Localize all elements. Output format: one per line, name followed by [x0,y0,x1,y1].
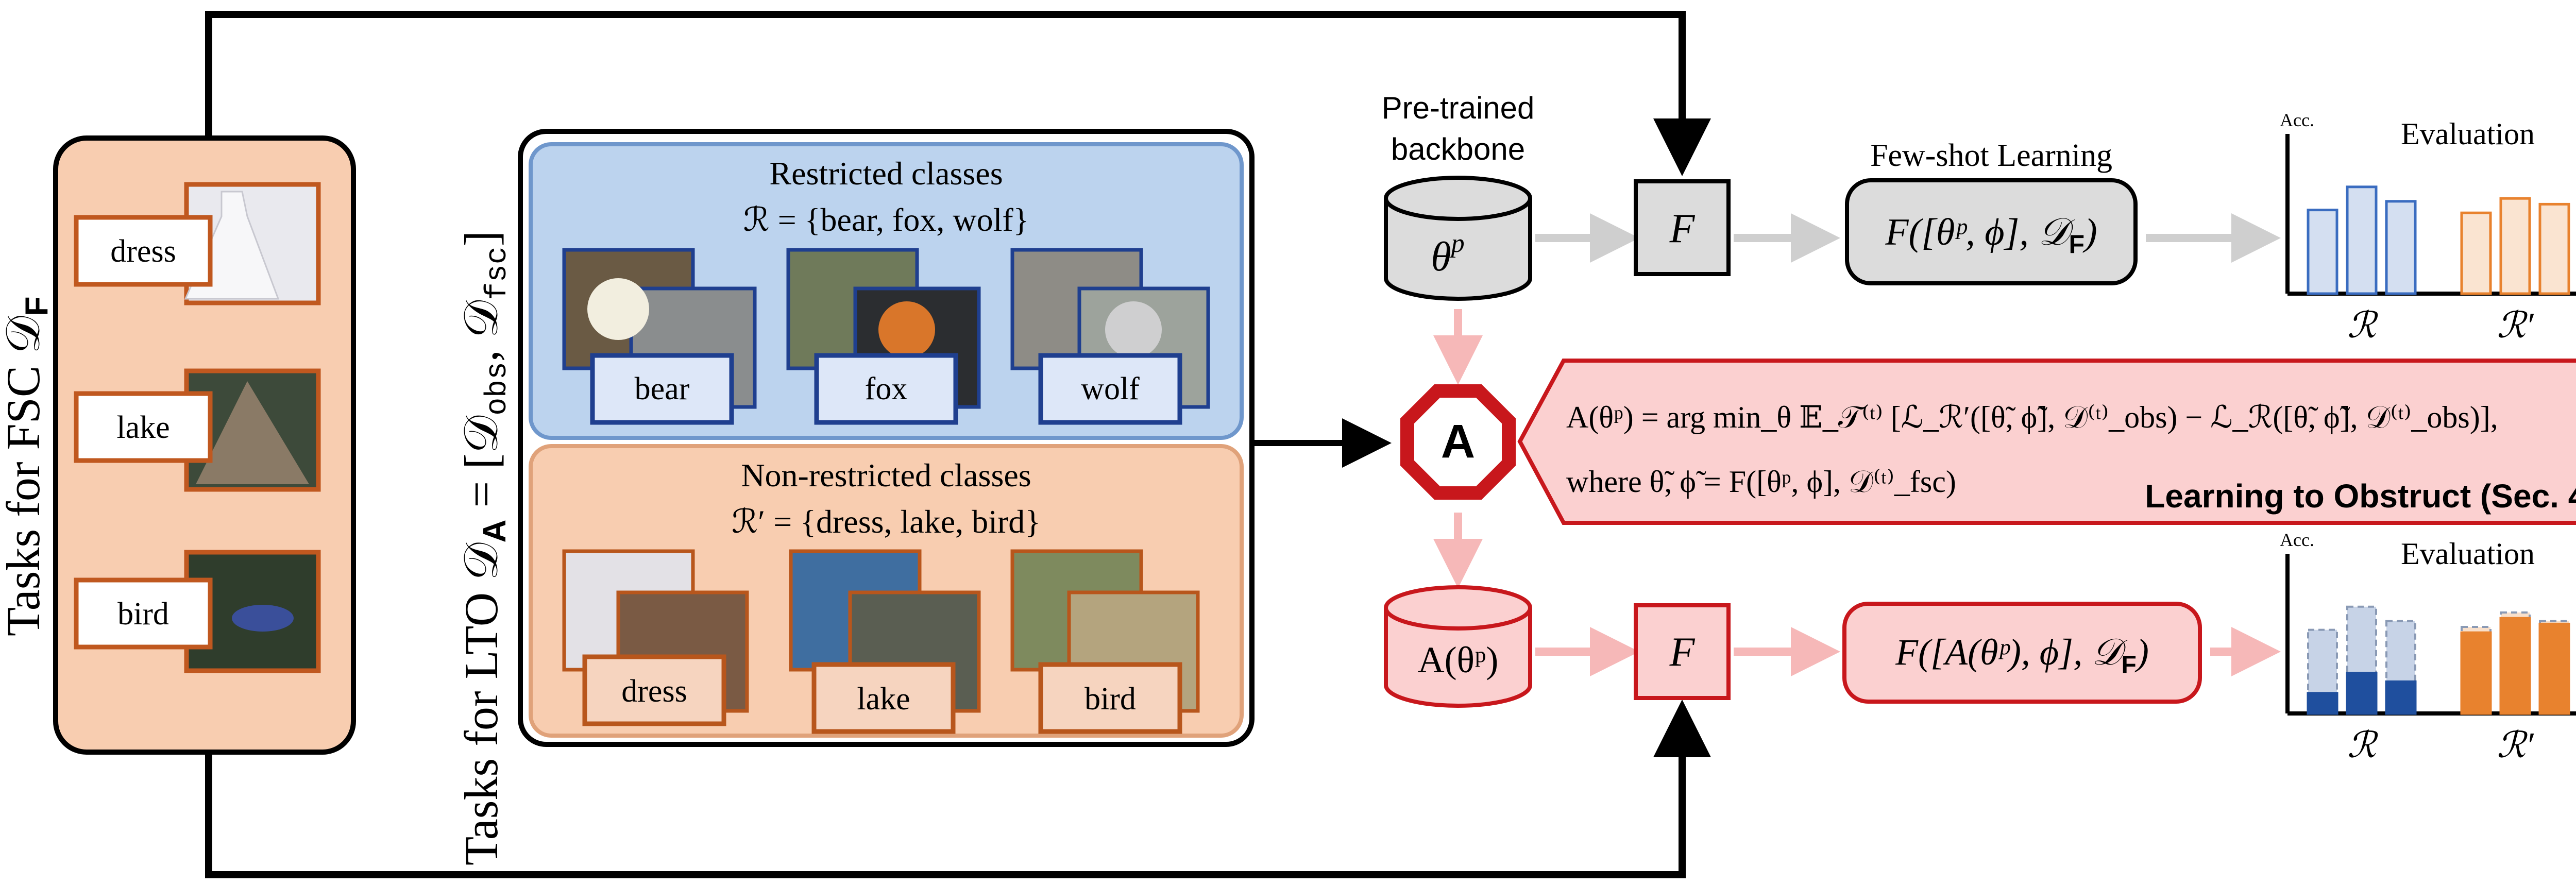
chart-bar [2499,197,2531,295]
obstructed-backbone: A(θᵖ) [1384,585,1532,708]
chart-group-label: ℛ′ [2497,306,2534,346]
bird-image [232,605,294,632]
f-block-top: F [1634,179,1731,276]
nonrestricted-item-label: lake [857,682,910,717]
fox-image [878,301,935,358]
chart-bar [2307,209,2338,295]
chart-bar [2460,211,2492,295]
fewshot2-expr: F([A(θᵖ), ϕ], 𝒟F) [1895,632,2149,678]
nonrestricted-classes-box: Non-restricted classes ℛ′ = {dress, lake… [529,444,1244,738]
fsc-item-label: lake [116,410,170,445]
fewshot-title: Few-shot Learning [1870,138,2112,173]
nonrestricted-title: Non-restricted classes [741,457,1031,493]
restricted-item-label: fox [865,371,908,406]
nonrestricted-item-label: bird [1084,682,1136,717]
fsc-item-dress: dress [74,182,321,305]
f-label: F [1669,206,1696,251]
fsc-item-lake: lake [74,368,321,492]
tent-image [196,381,309,484]
lto-objective-box: A(θᵖ) = arg min_θ 𝔼_𝒯⁽ᵗ⁾ [ℒ_ℛ′([θ̃, ϕ̃],… [1517,359,2576,525]
chart-group-label: ℛ [2347,726,2378,765]
chart-bar [2499,617,2531,715]
fsc-item-label: bird [117,597,169,632]
obstructed-theta-label: A(θᵖ) [1418,639,1499,680]
lto-objective-line1: A(θᵖ) = arg min_θ 𝔼_𝒯⁽ᵗ⁾ [ℒ_ℛ′([θ̃, ϕ̃],… [1566,400,2498,434]
chart-bar [2346,185,2378,295]
restricted-item-label: wolf [1081,371,1140,406]
chart-bar [2538,202,2570,295]
fewshot-block-bottom: F([A(θᵖ), ϕ], 𝒟F) [1842,602,2202,704]
bear-image [587,278,649,340]
chart-title: Evaluation [2401,537,2535,571]
fewshot-block-top: F([θᵖ, ϕ], 𝒟F) [1845,178,2138,285]
f-block-bottom: F [1634,603,1731,700]
backbone-title-line1: Pre-trained [1382,91,1535,125]
chart-bar [2538,622,2570,715]
chart-group-label: ℛ [2347,306,2378,346]
chart-bar [2385,680,2417,715]
theta-label: θp [1431,229,1464,280]
restricted-set: ℛ = {bear, fox, wolf} [743,201,1029,238]
fsc-item-label: dress [110,234,176,269]
f2-label: F [1669,629,1696,675]
lto-objective-line2: where θ̃, ϕ̃ = F([θᵖ, ϕ], 𝒟⁽ᵗ⁾_fsc) [1566,465,1956,499]
a-node: A [1400,384,1516,500]
restricted-item-label: bear [635,371,690,406]
top-feedback-arrow [205,11,1711,176]
fsc-tasks-panel: Tasks for FSC 𝒟F dress lake bird [0,135,356,755]
fsc-item-bird: bird [74,550,321,673]
chart-group-label: ℛ′ [2497,726,2534,765]
lto-side-label: Tasks for LTO 𝒟A = [𝒟obs, 𝒟fsc] [455,231,515,865]
chart-bar [2307,692,2338,715]
lto-tasks-panel: Tasks for LTO 𝒟A = [𝒟obs, 𝒟fsc] Restrict… [455,129,1255,865]
chart-bar [2385,200,2417,295]
chart-bar [2346,672,2378,715]
y-axis-label: Acc. [2280,530,2314,550]
bottom-feedback-arrow [205,700,1711,878]
wolf-image [1105,301,1162,358]
nonrestricted-set: ℛ′ = {dress, lake, bird} [732,503,1041,540]
chart-title: Evaluation [2401,117,2535,151]
a-node-label: A [1441,415,1475,468]
chart-bar [2460,631,2492,715]
pretrained-backbone: Pre-trained backbone θp [1382,91,1535,301]
fsc-side-label: Tasks for FSC 𝒟F [0,297,55,636]
fewshot-expr: F([θᵖ, ϕ], 𝒟F) [1885,211,2097,259]
restricted-title: Restricted classes [769,155,1003,192]
restricted-classes-box: Restricted classes ℛ = {bear, fox, wolf}… [529,142,1244,440]
backbone-title-line2: backbone [1391,132,1525,166]
nonrestricted-item-label: dress [621,674,687,709]
y-axis-label: Acc. [2280,110,2314,130]
lto-objective-title: Learning to Obstruct (Sec. 4.1) [2145,478,2576,515]
